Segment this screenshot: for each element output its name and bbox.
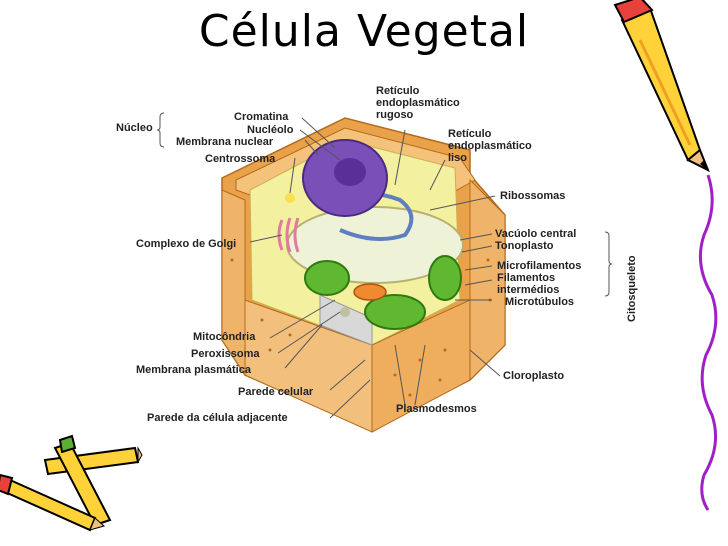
label-reticulo-liso-1: Retículo [448,128,492,140]
label-reticulo-liso-2: endoplasmático [448,140,532,152]
label-reticulo-rugoso-3: rugoso [376,109,414,121]
label-microfilamentos: Microfilamentos [497,260,582,272]
label-reticulo-rugoso-1: Retículo [376,85,420,97]
label-parede-adjacente: Parede da célula adjacente [147,412,288,424]
label-reticulo-liso-3: liso [448,152,467,164]
label-nucleo: Núcleo [116,122,153,134]
label-cromatina: Cromatina [234,111,289,123]
pencil-icon [613,0,710,173]
label-plasmodesmos: Plasmodesmos [396,403,477,415]
label-membrana-plasmatica: Membrana plasmática [136,364,251,376]
label-reticulo-rugoso-2: endoplasmático [376,97,460,109]
label-filamentos-2: intermédios [497,284,560,296]
label-complexo-golgi: Complexo de Golgi [136,238,237,250]
label-membrana-nuclear: Membrana nuclear [176,136,274,148]
label-nucleolo: Nucléolo [247,124,294,136]
label-microtubulos: Microtúbulos [505,296,575,308]
label-parede-celular: Parede celular [238,386,314,398]
label-mitocondria: Mitocôndria [193,331,256,343]
label-citosqueleto: Citosqueleto [626,255,638,322]
label-ribossomas: Ribossomas [500,190,566,202]
label-cloroplasto: Cloroplasto [503,370,565,382]
label-filamentos-1: Filamentos [497,272,556,284]
page-title: Célula Vegetal [198,6,530,57]
crossed-pencils-icon [0,434,143,532]
label-vacuolo: Vacúolo central [495,228,577,240]
label-tonoplasto: Tonoplasto [495,240,554,252]
label-peroxissoma: Peroxissoma [191,348,260,360]
label-centrossoma: Centrossoma [205,153,276,165]
